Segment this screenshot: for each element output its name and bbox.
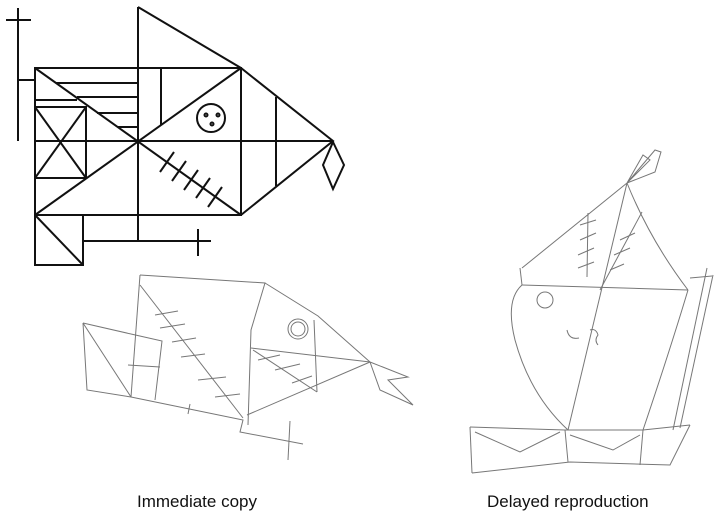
immediate-copy-drawing xyxy=(82,274,414,461)
original-figure xyxy=(6,6,346,266)
delayed-reproduction-drawing xyxy=(469,149,714,474)
caption-delayed-reproduction: Delayed reproduction xyxy=(487,492,649,511)
caption-immediate-copy: Immediate copy xyxy=(137,492,257,511)
